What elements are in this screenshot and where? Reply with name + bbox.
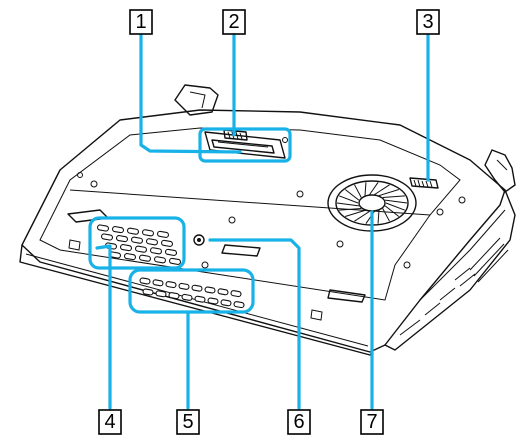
vent-slot <box>168 257 182 265</box>
leader-lines <box>88 33 430 410</box>
fan-blade <box>354 210 370 222</box>
vent-slot <box>217 288 229 296</box>
vent-slot <box>96 224 110 232</box>
vent-slot <box>145 238 159 246</box>
vent-slot <box>178 282 190 290</box>
vent-slot <box>153 256 167 264</box>
vent-slot <box>156 230 170 238</box>
highlight-docking-connector <box>198 127 292 163</box>
vent-slot <box>115 235 129 243</box>
callout-2: 2 <box>222 9 246 35</box>
vent-slot <box>126 227 140 235</box>
fan-blade <box>385 202 406 211</box>
air-vent-left <box>96 224 182 265</box>
fan-blade <box>382 208 390 222</box>
vent-slot <box>168 292 180 300</box>
vent-slot <box>181 293 193 301</box>
fan-blade <box>364 182 367 196</box>
callout-label-7: 7 <box>366 411 377 433</box>
highlight-air-vent-left <box>88 216 186 270</box>
leader-line-1 <box>139 33 242 154</box>
highlight-air-vent-front <box>128 268 255 314</box>
vent-slot <box>160 239 174 247</box>
air-vent-front <box>139 277 245 309</box>
callout-label-4: 4 <box>104 411 115 433</box>
fan-blade <box>378 189 399 197</box>
vent-slot <box>207 297 219 305</box>
vent-slot <box>142 288 154 296</box>
vent-slot <box>149 247 163 255</box>
vent-slot <box>233 301 245 309</box>
laptop-body <box>19 84 516 356</box>
vent-slot <box>100 233 114 241</box>
fan-blade <box>385 199 408 204</box>
leader-line-6 <box>208 238 301 410</box>
fan-blade <box>369 182 379 195</box>
vent-slot <box>191 284 203 292</box>
fan-blade <box>384 205 400 217</box>
callout-label-1: 1 <box>135 11 146 33</box>
vent-slot <box>138 254 152 262</box>
callout-3: 3 <box>416 9 440 35</box>
callout-1: 1 <box>129 9 153 35</box>
fan-blade <box>374 184 390 196</box>
fan-blade <box>339 207 362 211</box>
fan-blade <box>344 189 360 201</box>
callout-label-6: 6 <box>293 411 304 433</box>
fan-blade <box>345 209 366 217</box>
vent-slot <box>194 295 206 303</box>
callout-label-3: 3 <box>422 11 433 33</box>
fan-blade <box>382 195 405 199</box>
callout-4: 4 <box>98 409 122 435</box>
vent-slot <box>220 299 232 307</box>
vent-slot <box>123 253 137 261</box>
docking-connector <box>204 131 286 159</box>
vent-slot <box>111 226 125 234</box>
vent-slot <box>152 279 164 287</box>
callout-label-5: 5 <box>182 411 193 433</box>
fan-blade <box>336 202 359 207</box>
callout-label-2: 2 <box>228 11 239 33</box>
vent-slot <box>139 277 151 285</box>
vent-slot <box>204 286 216 294</box>
vent-slot <box>134 245 148 253</box>
vent-slot <box>130 236 144 244</box>
vent-slot <box>230 290 242 298</box>
vent-slot <box>155 290 167 298</box>
fan-blade <box>338 195 359 204</box>
vent-slot <box>165 281 177 289</box>
vent-slot <box>119 244 133 252</box>
vent-slot <box>164 248 178 256</box>
vent-slot <box>141 229 155 237</box>
leader-line-4 <box>95 244 112 410</box>
callout-6: 6 <box>287 409 311 435</box>
reset-hole <box>193 234 205 246</box>
callout-7: 7 <box>360 409 384 435</box>
callout-5: 5 <box>176 409 200 435</box>
battery-lock-lever <box>409 177 439 189</box>
fan-blade <box>377 210 380 224</box>
fan-blade <box>354 184 362 198</box>
